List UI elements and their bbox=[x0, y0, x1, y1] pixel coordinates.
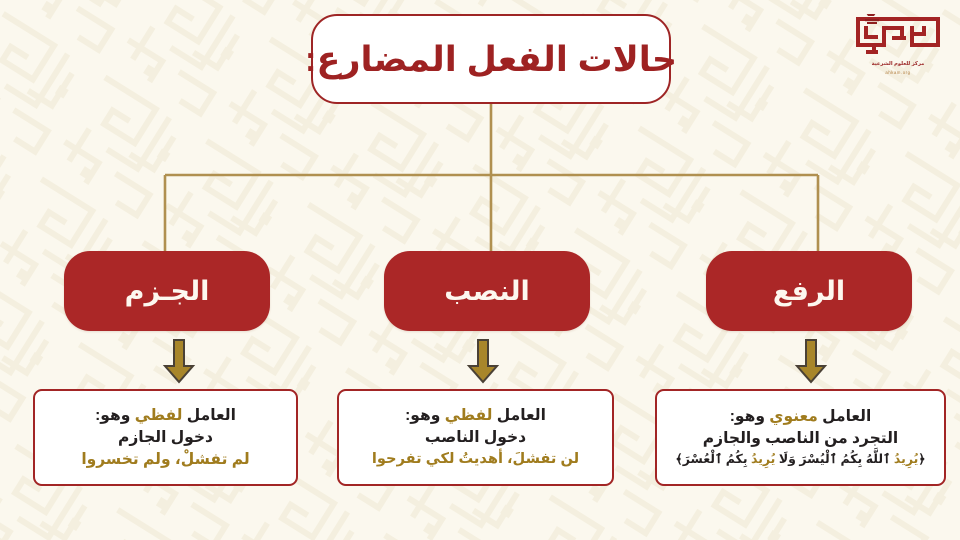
category-box-jazm[interactable]: الجـزم bbox=[64, 251, 270, 331]
detail-nasb-example: لن تفشلَ، أهديتُ لكي تفرحوا bbox=[371, 451, 580, 468]
logo-wordmark-icon bbox=[852, 13, 944, 58]
category-label-rafa: الرفع bbox=[772, 275, 846, 306]
page-title: حالات الفعل المضارع: bbox=[304, 39, 678, 79]
detail-nasb-line2: دخول الناصب bbox=[424, 429, 527, 447]
diagram-title-card: حالات الفعل المضارع: bbox=[305, 14, 677, 104]
detail-nasb-line1: العامل لفظي وهو: bbox=[405, 405, 546, 427]
category-label-nasb: النصب bbox=[444, 275, 530, 306]
detail-rafa-quran-verse: ﴿يُرِيدُ ٱللَّهُ بِكُمُ ٱلْيُسْرَ وَلَا … bbox=[675, 450, 925, 469]
detail-rafa-line2: التجرد من الناصب والجازم bbox=[702, 430, 899, 448]
detail-jazm-line1: العامل لفظي وهو: bbox=[95, 405, 236, 427]
down-arrow-icon-nasb bbox=[466, 338, 500, 384]
logo: مركز للعلوم الشرعية ahkam.org bbox=[850, 13, 946, 88]
verse-highlight-1: يُرِيدُ bbox=[893, 452, 919, 467]
category-box-nasb[interactable]: النصب bbox=[384, 251, 590, 331]
detail-jazm-example: لم تفشلْ، ولم تخسروا bbox=[81, 450, 250, 468]
verse-open-bracket: ﴿ bbox=[918, 452, 926, 467]
detail-box-rafa: العامل معنوي وهو: التجرد من الناصب والجا… bbox=[655, 389, 946, 486]
detail-rafa-line1-suffix: وهو: bbox=[729, 408, 770, 426]
detail-rafa-line1: العامل معنوي وهو: bbox=[730, 406, 872, 428]
detail-rafa-line1-prefix: العامل bbox=[817, 408, 872, 426]
detail-box-jazm: العامل لفظي وهو: دخول الجازم لم تفشلْ، و… bbox=[33, 389, 298, 486]
verse-close-bracket: ﴾ bbox=[675, 452, 683, 467]
detail-jazm-line1-suffix: وهو: bbox=[95, 406, 135, 424]
category-box-rafa[interactable]: الرفع bbox=[706, 251, 912, 331]
detail-box-nasb: العامل لفظي وهو: دخول الناصب لن تفشلَ، أ… bbox=[337, 389, 614, 486]
detail-jazm-line1-highlight: لفظي bbox=[134, 406, 183, 424]
verse-middle-1: ٱللَّهُ بِكُمُ ٱلْيُسْرَ وَلَا bbox=[775, 452, 894, 467]
verse-highlight-2: يُرِيدُ bbox=[750, 452, 776, 467]
logo-subtitle: مركز للعلوم الشرعية bbox=[871, 61, 925, 67]
detail-nasb-line1-highlight: لفظي bbox=[444, 407, 493, 425]
detail-nasb-line1-prefix: العامل bbox=[492, 407, 546, 425]
down-arrow-icon-rafa bbox=[794, 338, 828, 384]
logo-url: ahkam.org bbox=[885, 69, 911, 75]
category-label-jazm: الجـزم bbox=[124, 275, 210, 306]
detail-rafa-line1-highlight: معنوي bbox=[769, 408, 818, 426]
verse-middle-2: بِكُمُ ٱلْعُسْرَ bbox=[682, 452, 751, 467]
detail-nasb-line1-suffix: وهو: bbox=[405, 407, 445, 425]
detail-jazm-line2: دخول الجازم bbox=[118, 428, 214, 446]
detail-jazm-line1-prefix: العامل bbox=[182, 406, 236, 424]
down-arrow-icon-jazm bbox=[162, 338, 196, 384]
